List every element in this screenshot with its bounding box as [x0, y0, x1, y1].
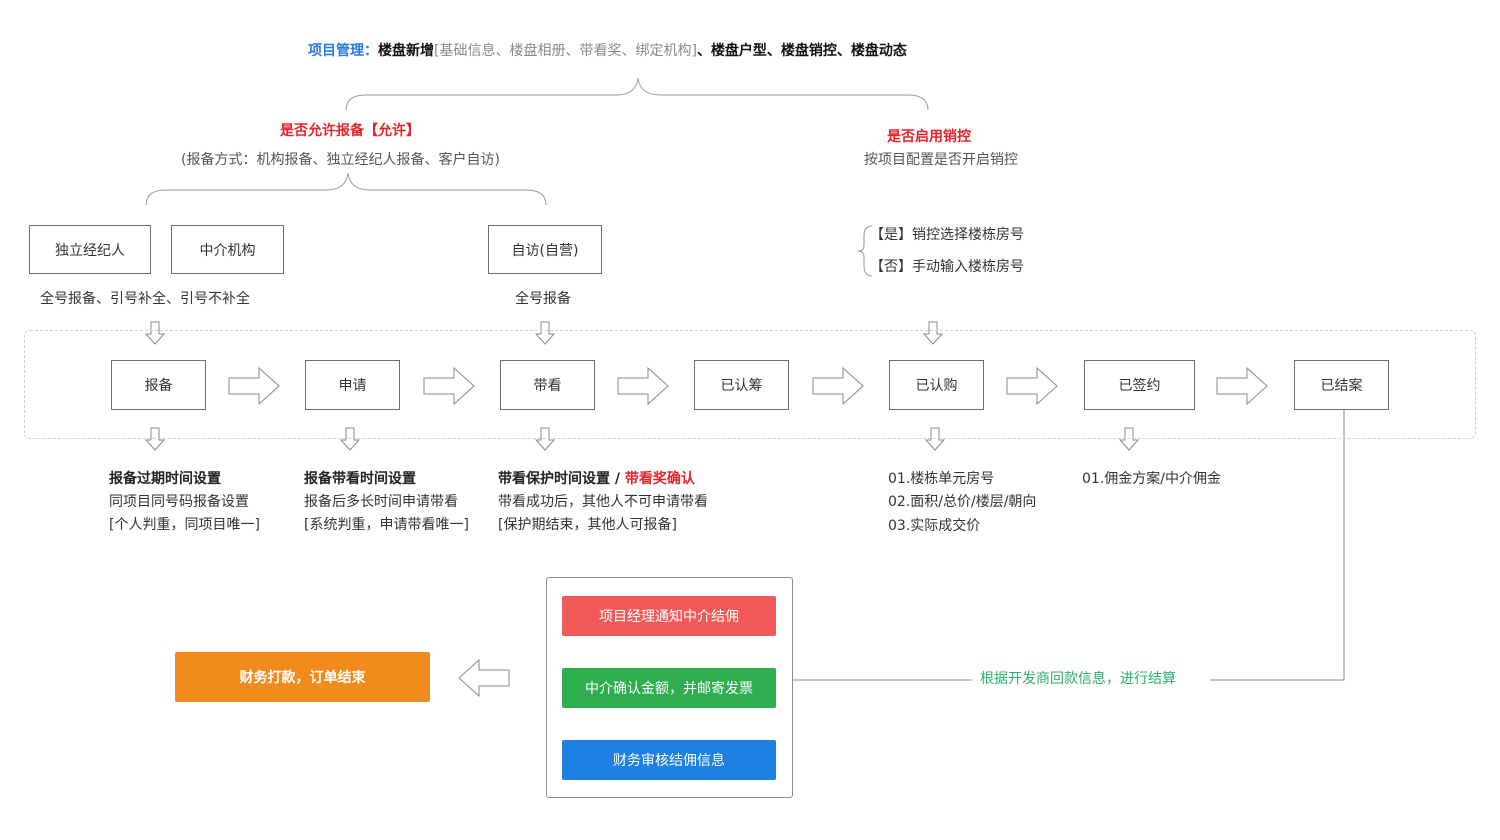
- report-note-title: 报备过期时间设置: [109, 471, 221, 487]
- left-brace: [145, 172, 547, 206]
- final-payment-box: 财务打款，订单结束: [175, 652, 430, 702]
- flow-step-purchased: 已认购: [889, 360, 984, 410]
- header-main2: 、楼盘户型、楼盘销控、楼盘动态: [696, 43, 907, 59]
- visit-note-title-main: 带看保护时间设置 /: [498, 471, 625, 487]
- sales-brace: [857, 225, 873, 277]
- sales-control-subtitle: 按项目配置是否开启销控: [864, 152, 1018, 168]
- report-methods: (报备方式：机构报备、独立经纪人报备、客户自访): [181, 152, 500, 168]
- flow-step-visit: 带看: [500, 360, 595, 410]
- flow-band: [24, 330, 1476, 439]
- report-note-line2: [个人判重，同项目唯一]: [109, 517, 260, 533]
- agency-box: 中介机构: [171, 225, 284, 274]
- confirm-amount-step: 中介确认金额，并邮寄发票: [562, 668, 776, 708]
- flow-step-subscribed: 已认筹: [694, 360, 789, 410]
- sales-control-title: 是否启用销控: [887, 129, 971, 145]
- self-report-note: 全号报备: [515, 291, 571, 307]
- signed-note-line1: 01.佣金方案/中介佣金: [1082, 471, 1221, 487]
- notify-agency-step: 项目经理通知中介结佣: [562, 596, 776, 636]
- finance-review-step: 财务审核结佣信息: [562, 740, 776, 780]
- apply-note-line2: [系统判重，申请带看唯一]: [304, 517, 469, 533]
- sales-control-no: 【否】手动输入楼栋房号: [870, 259, 1024, 275]
- report-allowed-title: 是否允许报备【允许】: [280, 123, 420, 139]
- visit-note-title: 带看保护时间设置 / 带看奖确认: [498, 470, 695, 488]
- header-line: 项目管理：楼盘新增[基础信息、楼盘相册、带看奖、绑定机构]、楼盘户型、楼盘销控、…: [308, 42, 907, 60]
- flow-step-apply: 申请: [305, 360, 400, 410]
- sales-control-yes: 【是】销控选择楼栋房号: [870, 227, 1024, 243]
- flow-step-report: 报备: [111, 360, 206, 410]
- flow-step-signed: 已签约: [1084, 360, 1195, 410]
- purchase-note-line1: 01.楼栋单元房号: [888, 471, 995, 487]
- header-main1: 楼盘新增: [378, 43, 434, 59]
- independent-agent-box: 独立经纪人: [29, 225, 151, 274]
- self-visit-box: 自访(自营): [488, 225, 602, 274]
- purchase-note-line2: 02.面积/总价/楼层/朝向: [888, 494, 1037, 510]
- visit-note-line1: 带看成功后，其他人不可申请带看: [498, 494, 708, 510]
- visit-note-line2: [保护期结束，其他人可报备]: [498, 517, 677, 533]
- settlement-line: [1210, 410, 1345, 681]
- purchase-note-line3: 03.实际成交价: [888, 518, 981, 534]
- settlement-note: 根据开发商回款信息，进行结算: [980, 671, 1176, 687]
- report-note-line1: 同项目同号码报备设置: [109, 494, 249, 510]
- header-bracket: [基础信息、楼盘相册、带看奖、绑定机构]: [434, 43, 697, 59]
- left-arrow-icon: [458, 659, 510, 697]
- agent-report-note: 全号报备、引号补全、引号不补全: [40, 291, 250, 307]
- flow-step-closed: 已结案: [1294, 360, 1389, 410]
- apply-note-line1: 报备后多长时间申请带看: [304, 494, 458, 510]
- apply-note-title: 报备带看时间设置: [304, 471, 416, 487]
- header-label: 项目管理：: [308, 43, 378, 59]
- visit-note-title-red: 带看奖确认: [624, 471, 695, 487]
- top-brace: [345, 77, 929, 111]
